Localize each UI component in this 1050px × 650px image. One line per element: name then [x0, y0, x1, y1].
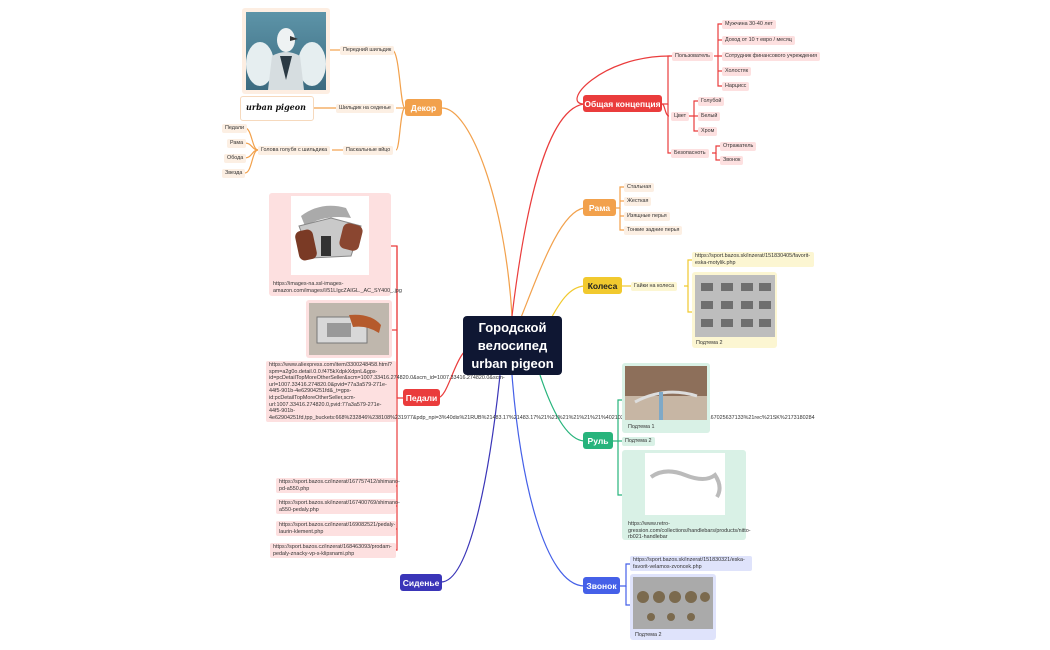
pedal-url-1[interactable]: https://images-na.ssl-images-amazon.com/…: [273, 281, 402, 294]
user-item-3[interactable]: Сотрудник финансового учреждения: [722, 52, 821, 61]
user-item-1[interactable]: Мужчина 30-40 лет: [722, 20, 776, 29]
frame-item-4[interactable]: Тонкие задние перья: [624, 226, 683, 235]
part-pedals[interactable]: Педали: [222, 124, 248, 133]
handlebar-image: [645, 453, 725, 515]
safety-item-1[interactable]: Отражатель: [720, 142, 757, 151]
frame-item-2[interactable]: Жесткая: [624, 197, 652, 206]
bell-url[interactable]: https://sport.bazos.sk/inzerat/151830321…: [630, 556, 752, 572]
frame-item-1[interactable]: Стальная: [624, 183, 655, 192]
topic-seat[interactable]: Сиденье: [400, 574, 442, 591]
handlebar-sub2[interactable]: Подтема 2: [622, 437, 655, 446]
topic-handlebar[interactable]: Руль: [583, 432, 613, 449]
topic-pedals[interactable]: Педали: [403, 389, 440, 406]
concept-color[interactable]: Цвет: [671, 112, 690, 121]
concept-user[interactable]: Пользователь: [672, 52, 713, 61]
handlebar-sub1[interactable]: Подтема 1: [628, 424, 655, 430]
frame-item-3[interactable]: Изящные перья: [624, 212, 670, 221]
seat-logo-card: [240, 96, 314, 121]
pedal-url-4[interactable]: https://sport.bazos.sk/inzerat/167400769…: [276, 499, 400, 515]
topic-wheels[interactable]: Колеса: [583, 277, 622, 294]
bell-image: [633, 577, 713, 629]
user-item-2[interactable]: Доход от 10 т евро / месяц: [722, 36, 795, 45]
pigeon-head-label[interactable]: Голова голубя с шильдика: [258, 146, 331, 155]
pedal-image-2: [309, 303, 389, 355]
topic-bell[interactable]: Звонок: [583, 577, 620, 594]
user-item-4[interactable]: Холостяк: [722, 67, 752, 76]
wheel-url[interactable]: https://sport.bazos.sk/inzerat/151830405…: [692, 252, 814, 268]
part-star[interactable]: Звезда: [222, 169, 246, 178]
color-item-2[interactable]: Белый: [698, 112, 721, 121]
pedal-url-2[interactable]: https://www.aliexpress.com/item/33002484…: [266, 361, 815, 423]
front-badge-label[interactable]: Передний шильдик: [340, 46, 395, 55]
wheel-nuts-image: [695, 275, 775, 337]
topic-dekor[interactable]: Декор: [405, 99, 442, 116]
root-line-2: велосипед: [477, 337, 548, 353]
seat-badge-label[interactable]: Шильдик на седенье: [336, 104, 394, 113]
pedal-url-5[interactable]: https://sport.bazos.cz/inzerat/169082521…: [276, 521, 396, 537]
wheel-caption[interactable]: Подтема 2: [696, 340, 723, 346]
handlebar-photo: [625, 366, 707, 420]
handlebar-url[interactable]: https://www.retro-gression.com/collectio…: [628, 521, 751, 541]
user-item-5[interactable]: Нарцисс: [722, 82, 750, 91]
pedal-url-3[interactable]: https://sport.bazos.cz/inzerat/167757412…: [276, 478, 400, 494]
topic-concept[interactable]: Общая концепция: [583, 95, 662, 112]
pedal-url-6[interactable]: https://sport.bazos.cz/inzerat/168463093…: [270, 543, 396, 559]
pedal-image-1: [291, 196, 369, 275]
part-rims[interactable]: Обода: [224, 154, 247, 163]
root-line-3: urban pigeon: [471, 355, 554, 371]
concept-safety[interactable]: Безопасноть: [671, 149, 709, 158]
seat-logo-text: urban pigeon: [246, 102, 306, 112]
pascal-label[interactable]: Паскальные вйцо: [343, 146, 394, 155]
part-frame[interactable]: Рама: [227, 139, 247, 148]
root-topic[interactable]: Городской велосипед urban pigeon: [463, 316, 562, 375]
color-item-3[interactable]: Хром: [698, 127, 718, 136]
root-line-1: Городской: [478, 319, 547, 335]
safety-item-2[interactable]: Звонок: [720, 156, 744, 165]
wheel-nuts-label[interactable]: Гайки на колеса: [631, 282, 678, 291]
color-item-1[interactable]: Голубой: [698, 97, 725, 106]
pigeon-suit-image: [246, 12, 326, 90]
topic-frame[interactable]: Рама: [583, 199, 616, 216]
bell-caption[interactable]: Подтема 2: [635, 632, 662, 638]
